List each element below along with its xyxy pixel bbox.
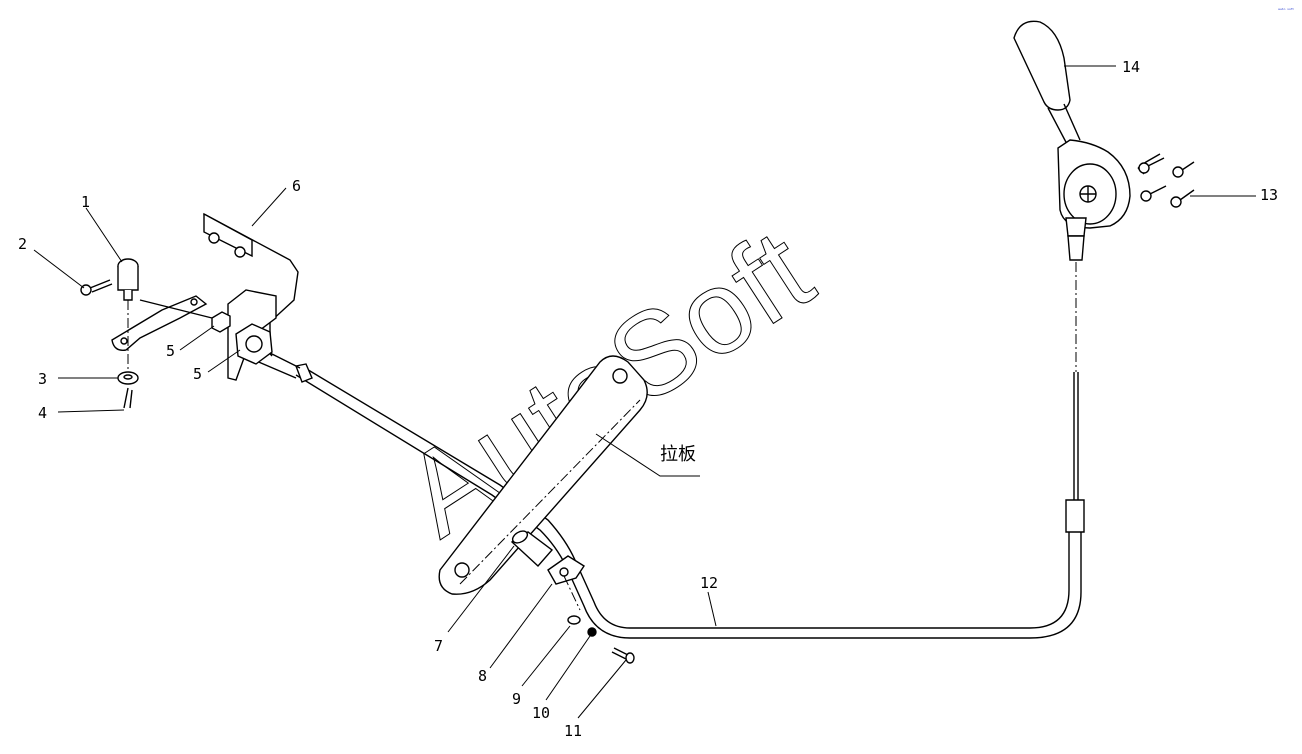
callout-5b: 5 — [193, 365, 202, 383]
callout-13: 13 — [1260, 186, 1278, 204]
link-plate — [111, 295, 213, 351]
pull-plate — [438, 355, 648, 595]
callout-5a: 5 — [166, 342, 175, 360]
nut-10 — [587, 627, 597, 637]
callout-12: 12 — [700, 574, 718, 592]
screw-2 — [80, 279, 113, 296]
cable-12 — [253, 347, 1085, 639]
hand-lever-14 — [1013, 20, 1081, 147]
callout-2: 2 — [18, 235, 27, 253]
callout-3: 3 — [38, 370, 47, 388]
callout-4: 4 — [38, 404, 47, 422]
callout-10: 10 — [532, 704, 550, 722]
lever-housing — [1057, 139, 1131, 261]
cable-end-1 — [117, 258, 139, 370]
washer-9 — [567, 615, 581, 625]
screws-13 — [1137, 153, 1195, 208]
leader-lines — [33, 65, 1256, 719]
callout-7: 7 — [434, 637, 443, 655]
callout-9: 9 — [512, 690, 521, 708]
washer-3 — [117, 371, 139, 385]
callout-6: 6 — [292, 177, 301, 195]
callout-1: 1 — [81, 193, 90, 211]
corner-tag: ᵃᵘᵗᵒ ˢᵒᶠᵗ — [1278, 8, 1295, 14]
callout-11: 11 — [564, 722, 582, 740]
cotter-4 — [123, 387, 133, 409]
pull-plate-label: 拉板 — [660, 444, 696, 465]
callout-8: 8 — [478, 667, 487, 685]
bolt-11 — [611, 647, 635, 664]
sleeve-7 — [510, 530, 554, 568]
clamp-8 — [547, 555, 585, 611]
callout-14: 14 — [1122, 58, 1140, 76]
